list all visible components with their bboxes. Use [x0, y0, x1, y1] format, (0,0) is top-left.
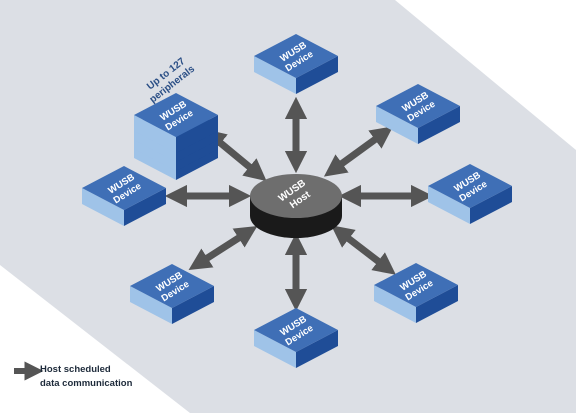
device-bottom: WUSBDevice	[254, 308, 338, 368]
stack-layer-0-right-face	[176, 115, 218, 153]
device-lower-right-right-face	[416, 285, 458, 323]
device-lower-right-left-face	[374, 285, 416, 323]
device-bottom-left-face	[254, 330, 296, 368]
device-right-right-face	[470, 186, 512, 224]
device-right-left-face	[428, 186, 470, 224]
device-left: WUSBDevice	[82, 166, 166, 226]
stack-layer-0-top-face	[134, 93, 218, 137]
host: WUSB Host	[250, 174, 342, 238]
peripheral-stack: WUSBDevice	[134, 93, 218, 180]
device-right: WUSBDevice	[428, 164, 512, 224]
device-upper-right: WUSBDevice	[376, 84, 460, 144]
device-left-left-face	[82, 188, 124, 226]
device-left-top-face	[82, 166, 166, 210]
stack-layer-0: WUSBDevice	[134, 93, 218, 153]
device-lower-left-top-face	[130, 264, 214, 308]
stack-layer-0-left-face	[134, 115, 176, 153]
device-upper-right-right-face	[418, 106, 460, 144]
legend-label-line2: data communication	[40, 378, 133, 389]
arrow-to-upper-right-device	[323, 126, 394, 177]
host-top	[250, 174, 342, 218]
legend-label: Host scheduled data communication	[40, 364, 133, 389]
device-top-top-face	[254, 34, 338, 78]
device-upper-right-top-face	[376, 84, 460, 128]
device-top-right-face	[296, 56, 338, 94]
device-lower-left-left-face	[130, 286, 172, 324]
device-lower-left-right-face	[172, 286, 214, 324]
arrow-to-stack	[203, 128, 267, 182]
arrows	[164, 96, 434, 312]
device-lower-left: WUSBDevice	[130, 264, 214, 324]
device-top-left-face	[254, 56, 296, 94]
device-lower-right: WUSBDevice	[374, 263, 458, 323]
device-lower-right-top-face	[374, 263, 458, 307]
devices: WUSBDeviceWUSBDeviceWUSBDeviceWUSBDevice…	[82, 34, 512, 368]
device-top: WUSBDevice	[254, 34, 338, 94]
device-left-right-face	[124, 188, 166, 226]
arrow-to-lower-right-device	[331, 225, 396, 275]
legend: Host scheduled data communication	[14, 361, 133, 389]
device-right-top-face	[428, 164, 512, 208]
device-upper-right-left-face	[376, 106, 418, 144]
legend-label-line1: Host scheduled	[40, 364, 111, 375]
device-bottom-top-face	[254, 308, 338, 352]
arrow-to-lower-left-device	[188, 225, 258, 271]
device-bottom-right-face	[296, 330, 338, 368]
